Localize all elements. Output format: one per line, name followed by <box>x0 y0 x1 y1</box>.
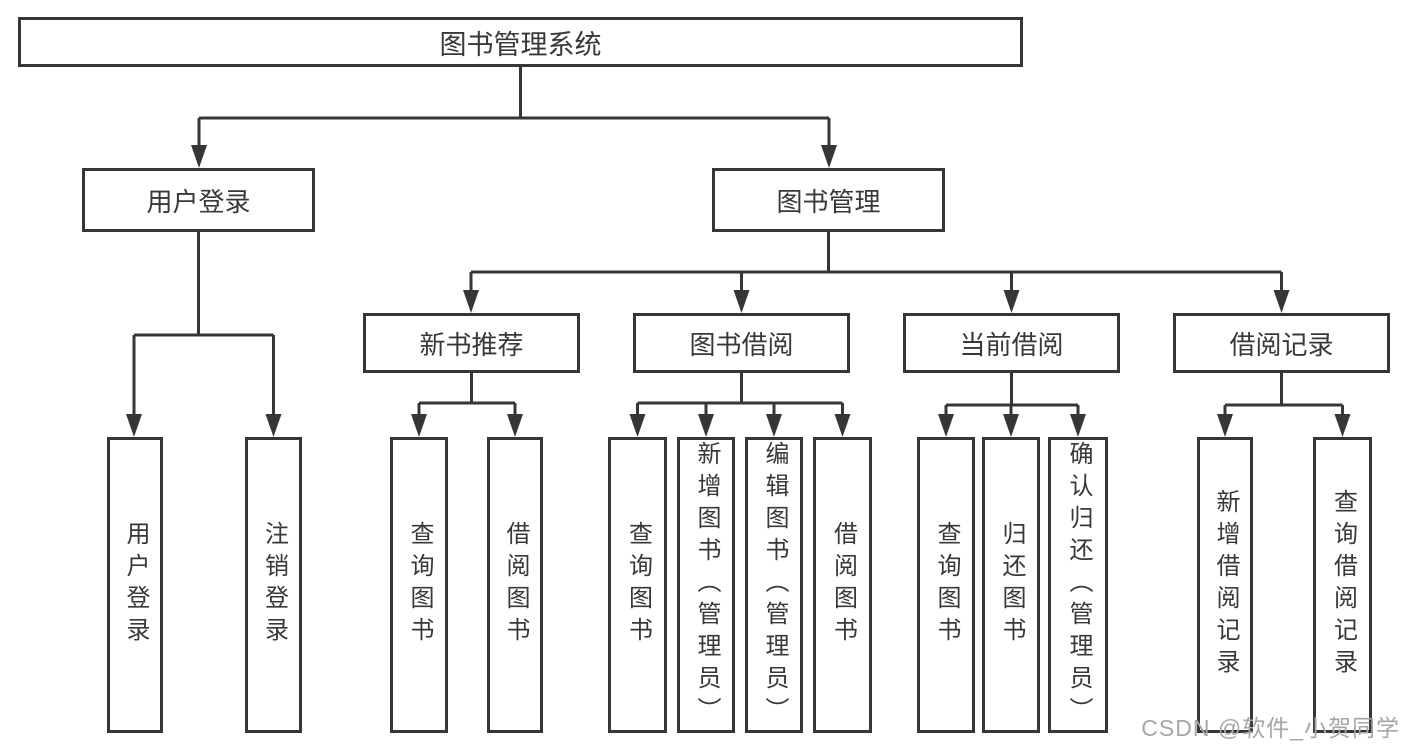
csdn-watermark: CSDN @软件_小贺同学 <box>1141 715 1400 741</box>
node-label: 当前借阅 <box>959 329 1064 360</box>
node-label: 借阅记录 <box>1229 329 1334 360</box>
node-label: 确认归还（管理员） <box>1065 441 1092 729</box>
node-label: 借阅图书 <box>829 521 857 649</box>
node-label: 新书推荐 <box>419 329 524 360</box>
leaf-query-books-current: 查询图书 <box>917 437 975 733</box>
node-label: 查询借阅记录 <box>1329 489 1357 681</box>
leaf-add-borrow-record: 新增借阅记录 <box>1197 437 1253 733</box>
node-label: 归还图书 <box>998 521 1025 649</box>
leaf-query-books-recommend: 查询图书 <box>390 437 448 733</box>
node-new-book-recommend: 新书推荐 <box>363 313 580 373</box>
node-label: 借阅图书 <box>502 521 529 649</box>
node-label: 新增借阅记录 <box>1212 489 1239 681</box>
node-borrow-records: 借阅记录 <box>1173 313 1390 373</box>
leaf-borrow-books: 借阅图书 <box>813 437 872 733</box>
leaf-add-books-admin: 新增图书（管理员） <box>677 437 735 733</box>
node-label: 注销登录 <box>260 521 288 649</box>
leaf-return-books: 归还图书 <box>982 437 1040 733</box>
node-label: 查询图书 <box>624 521 652 649</box>
leaf-borrow-books-recommend: 借阅图书 <box>487 437 543 733</box>
node-label: 图书管理系统 <box>439 29 602 60</box>
node-current-borrow: 当前借阅 <box>903 313 1120 373</box>
node-book-management: 图书管理 <box>712 168 945 232</box>
node-label: 编辑图书（管理员） <box>761 441 788 729</box>
node-book-borrow: 图书借阅 <box>633 313 850 373</box>
node-label: 图书借阅 <box>689 329 794 360</box>
node-label: 用户登录 <box>122 521 149 649</box>
leaf-logout: 注销登录 <box>245 437 302 733</box>
leaf-edit-books-admin: 编辑图书（管理员） <box>745 437 803 733</box>
node-root-library-system: 图书管理系统 <box>18 17 1023 67</box>
node-label: 查询图书 <box>406 521 433 649</box>
node-label: 用户登录 <box>146 186 251 217</box>
node-label: 查询图书 <box>933 521 960 649</box>
node-label: 图书管理 <box>776 186 881 217</box>
node-user-login: 用户登录 <box>82 168 315 232</box>
arrowhead-icons <box>126 145 1351 437</box>
leaf-query-borrow-record: 查询借阅记录 <box>1313 437 1372 733</box>
leaf-confirm-return-admin: 确认归还（管理员） <box>1048 437 1108 733</box>
leaf-user-login: 用户登录 <box>107 437 163 733</box>
node-label: 新增图书（管理员） <box>693 441 720 729</box>
leaf-query-books-borrow: 查询图书 <box>608 437 667 733</box>
